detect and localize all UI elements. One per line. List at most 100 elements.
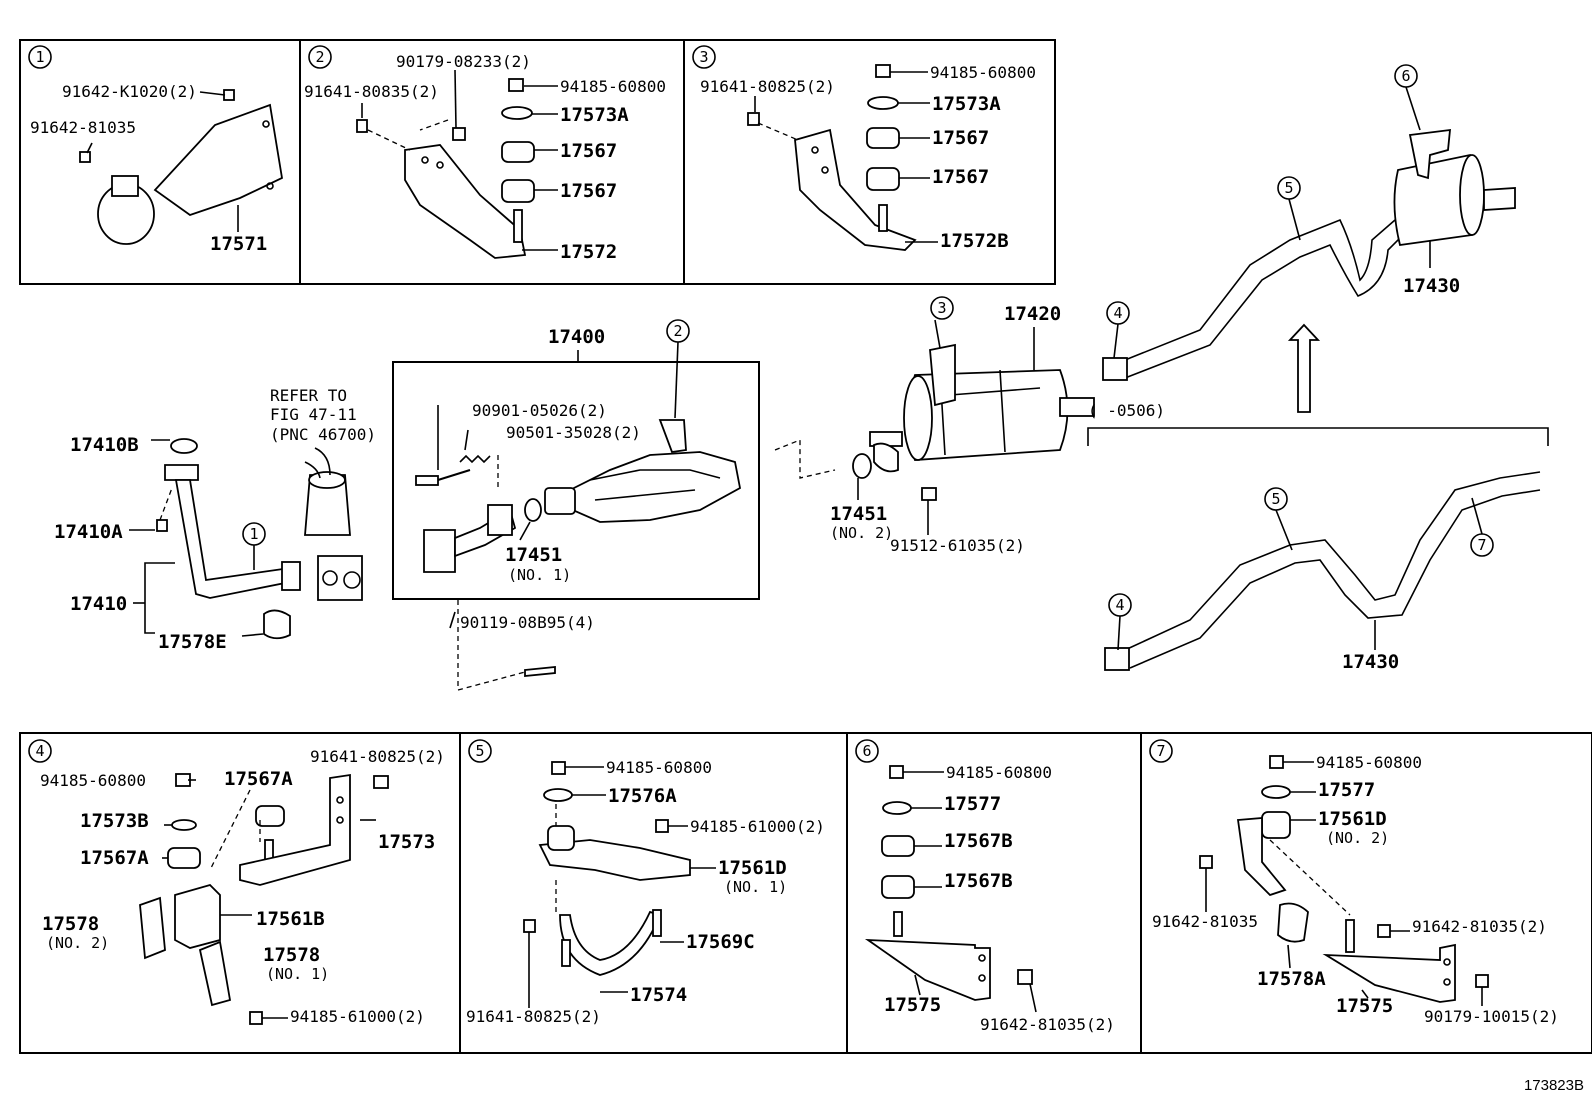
svg-text:4: 4: [1113, 304, 1122, 322]
part-number-label: 17567: [932, 166, 989, 188]
refer-note-line: FIG 47-11: [270, 405, 357, 424]
bracket-17572-drawing: [356, 69, 558, 259]
part-number-label: 91641-80825(2): [466, 1007, 601, 1026]
svg-text:2: 2: [315, 48, 324, 66]
bracket-17561D-drawing: [523, 761, 716, 1008]
part-number-label: 17567: [560, 180, 617, 202]
top-panels-frame: [19, 39, 1056, 285]
part-number-label: 91512-61035(2): [890, 536, 1025, 555]
front-pipe-group: 17410B 17410A 17410 17578E 1: [54, 434, 301, 653]
part-number-label: 90501-35028(2): [506, 423, 641, 442]
svg-text:4: 4: [1115, 596, 1124, 614]
part-number-label: 17567: [932, 127, 989, 149]
part-number-label: 17577: [1318, 779, 1375, 801]
part-number-label: 17561D: [1318, 808, 1387, 830]
svg-text:5: 5: [1271, 490, 1280, 508]
gasket-note: (NO. 1): [508, 566, 571, 584]
callout-2: 2: [666, 319, 690, 343]
part-number-label: 94185-60800: [40, 771, 146, 790]
bracket-17572B-drawing: [747, 64, 938, 251]
part-number-label: 90119-08B95(4): [460, 613, 595, 632]
part-number-label: 17573B: [80, 810, 149, 832]
tail-pipe-lower-group: ( -0506) 17430 4 5 7: [1087, 401, 1549, 673]
panel-5-callout: 5: [468, 739, 492, 763]
callout-3: 3: [930, 296, 954, 320]
svg-text:3: 3: [699, 48, 708, 66]
svg-text:5: 5: [1284, 179, 1293, 197]
part-number-label: 90179-10015(2): [1424, 1007, 1559, 1026]
part-number-label: 17451: [830, 503, 887, 525]
part-number-label: 91641-80825(2): [700, 77, 835, 96]
bottom-detail-panels: [19, 732, 1592, 1054]
part-number-label: 17410B: [70, 434, 139, 456]
panel-3-callout: 3: [692, 45, 716, 69]
svg-text:6: 6: [862, 742, 871, 760]
callout-4: 4: [1108, 593, 1132, 617]
part-number-label: 17573A: [932, 93, 1001, 115]
part-note: (NO. 2): [46, 934, 109, 952]
part-number-label: 17410: [70, 593, 127, 615]
panel-7-callout: 7: [1149, 739, 1173, 763]
panel-1-callout: 1: [28, 45, 52, 69]
part-note: (NO. 1): [724, 878, 787, 896]
detail-panel-7: 7 94185-60800 17577 17561D (NO. 2) 91642…: [1149, 739, 1559, 1026]
detail-panel-6: 6 94185-60800 17577 17567B 17567B 17575 …: [855, 739, 1115, 1034]
center-muffler-drawing: [852, 319, 1095, 535]
bracket-17561D-no2-drawing: [1199, 755, 1489, 1006]
part-number-label: 17420: [1004, 303, 1061, 325]
part-number-label: 17575: [884, 994, 941, 1016]
part-number-label: 17576A: [608, 785, 677, 807]
refer-note-group: REFER TO FIG 47-11 (PNC 46700): [270, 386, 376, 601]
part-number-label: 94185-60800: [606, 758, 712, 777]
refer-note-line: REFER TO: [270, 386, 347, 405]
bracket-17575-drawing: [864, 765, 1037, 1013]
part-number-label: 17400: [548, 326, 605, 348]
part-number-label: 91641-80825(2): [310, 747, 445, 766]
tail-pipe-lower-drawing: [1104, 471, 1541, 671]
bottom-panels-frame: [19, 732, 1592, 1054]
part-number-label: 94185-60800: [560, 77, 666, 96]
part-number-label: 17571: [210, 233, 267, 255]
detail-panel-3: 3 91641-80825(2) 94185-60800 17573A 1756…: [692, 45, 1036, 252]
gasket-note: (NO. 2): [830, 524, 893, 542]
svg-text:3: 3: [937, 299, 946, 317]
part-number-label: 17578A: [1257, 968, 1326, 990]
part-number-label: 17572B: [940, 230, 1009, 252]
front-pipe-drawing: [129, 438, 301, 640]
part-number-label: 17569C: [686, 931, 755, 953]
detail-panel-5: 5 94185-60800 17576A 94185-61000(2) 1756…: [466, 739, 825, 1026]
panel-6-callout: 6: [855, 739, 879, 763]
date-range-label: ( -0506): [1088, 401, 1165, 420]
air-injection-valve-drawing: [304, 447, 363, 601]
part-number-label: 91641-80835(2): [304, 82, 439, 101]
center-muffler-group: 17420 17451 (NO. 2) 91512-61035(2) 3: [830, 296, 1095, 555]
converter-group: 17400 90901-05026(2) 90501-35028(2) 1745…: [392, 319, 836, 691]
callout-7: 7: [1470, 533, 1494, 557]
part-number-label: 17410A: [54, 521, 123, 543]
date-range-bracket: [1087, 427, 1549, 446]
part-number-label: 94185-61000(2): [290, 1007, 425, 1026]
part-number-label: 17567B: [944, 830, 1013, 852]
tail-pipe-upper-drawing: [1102, 86, 1516, 381]
panel-4-callout: 4: [28, 739, 52, 763]
detail-panel-1: 1 91642-K1020(2) 91642-81035 17571: [28, 45, 283, 255]
svg-text:6: 6: [1401, 67, 1410, 85]
panel-2-callout: 2: [308, 45, 332, 69]
part-number-label: 17451: [505, 544, 562, 566]
part-number-label: 91642-81035(2): [1412, 917, 1547, 936]
part-number-label: 94185-61000(2): [690, 817, 825, 836]
part-note: (NO. 1): [266, 965, 329, 983]
converter-frame: [392, 361, 760, 600]
callout-5: 5: [1264, 487, 1288, 511]
part-number-label: 17567A: [80, 847, 149, 869]
part-number-label: 17561D: [718, 857, 787, 879]
part-number-label: 17573: [378, 831, 435, 853]
part-number-label: 17430: [1342, 651, 1399, 673]
callout-1: 1: [242, 522, 266, 546]
part-number-label: 91642-K1020(2): [62, 82, 197, 101]
catalytic-converter-drawing: [415, 341, 836, 691]
part-number-label: 17572: [560, 241, 617, 263]
bracket-17573-drawing: [139, 773, 389, 1025]
part-number-label: 17573A: [560, 104, 629, 126]
